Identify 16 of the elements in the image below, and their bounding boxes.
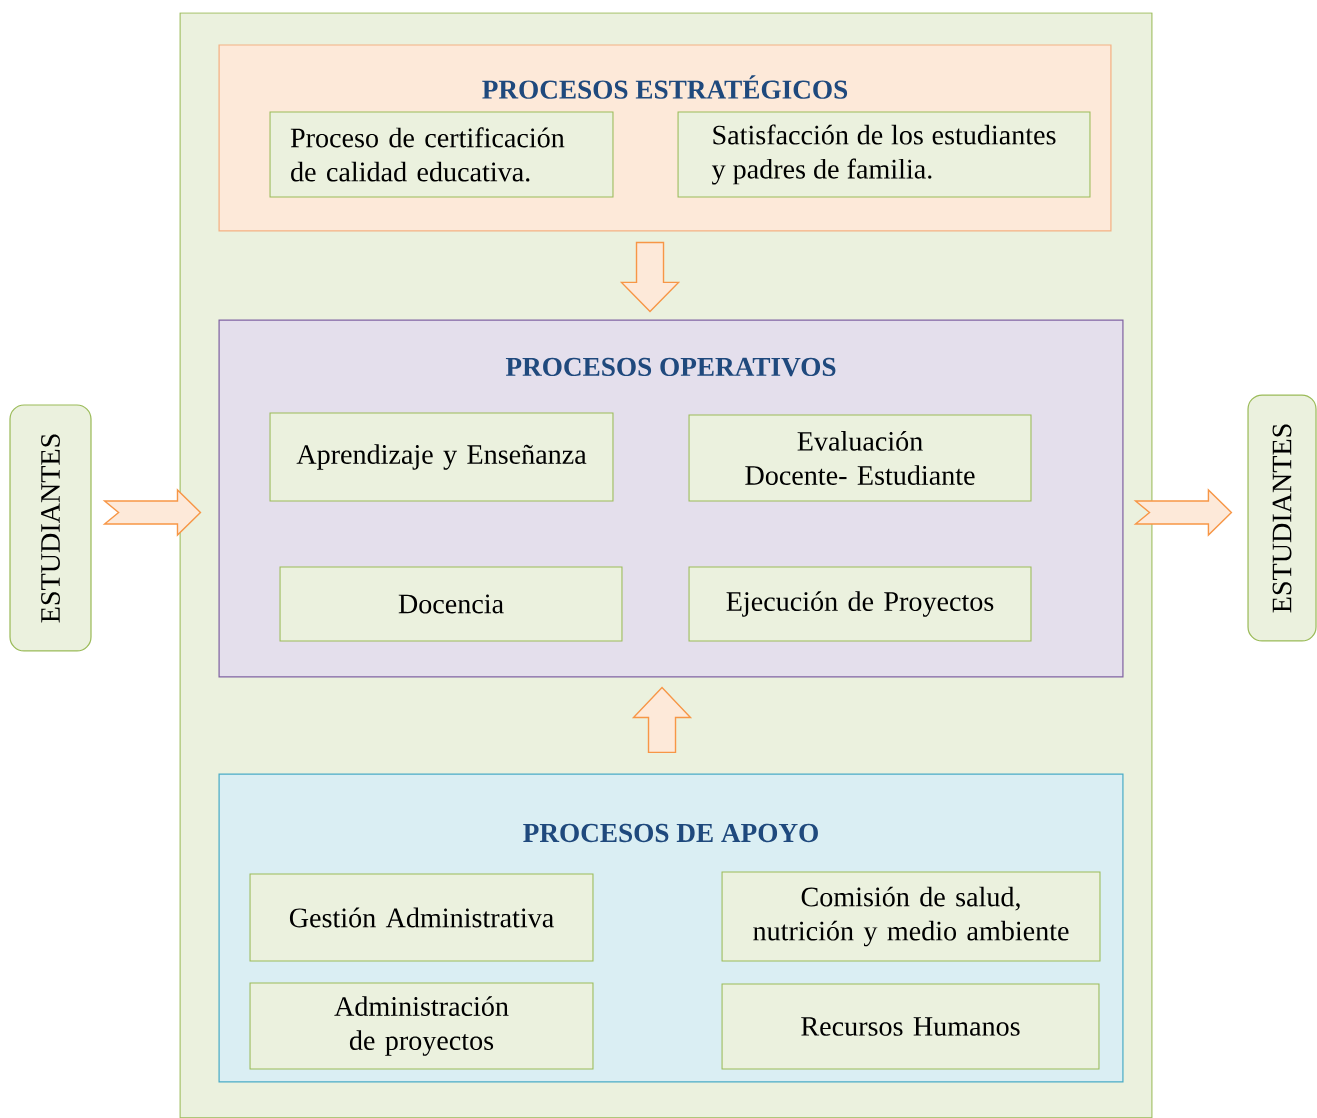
- process-box: Ejecución de Proyectos: [688, 566, 1032, 642]
- process-box: Comisión de salud, nutrición y medio ambiente: [721, 871, 1101, 962]
- block-arrow: [619, 241, 681, 313]
- process-box: Evaluación Docente- Estudiante: [688, 414, 1032, 502]
- stakeholder-box: ESTUDIANTES: [9, 404, 92, 652]
- block-arrow: [631, 686, 693, 754]
- process-box: Gestión Administrativa: [249, 873, 594, 962]
- process-box: Satisfacción de los estudiantes y padres de familia.: [677, 111, 1091, 198]
- process-box: Docencia: [279, 566, 623, 642]
- process-box: Proceso de certificación de calidad educativa.: [269, 111, 614, 198]
- process-box: Recursos Humanos: [721, 983, 1100, 1070]
- process-box: Administración de proyectos: [249, 982, 594, 1070]
- block-arrow: [102, 488, 202, 537]
- stakeholder-box: ESTUDIANTES: [1247, 394, 1317, 642]
- block-arrow: [1133, 488, 1233, 537]
- process-box: Aprendizaje y Enseñanza: [269, 412, 614, 502]
